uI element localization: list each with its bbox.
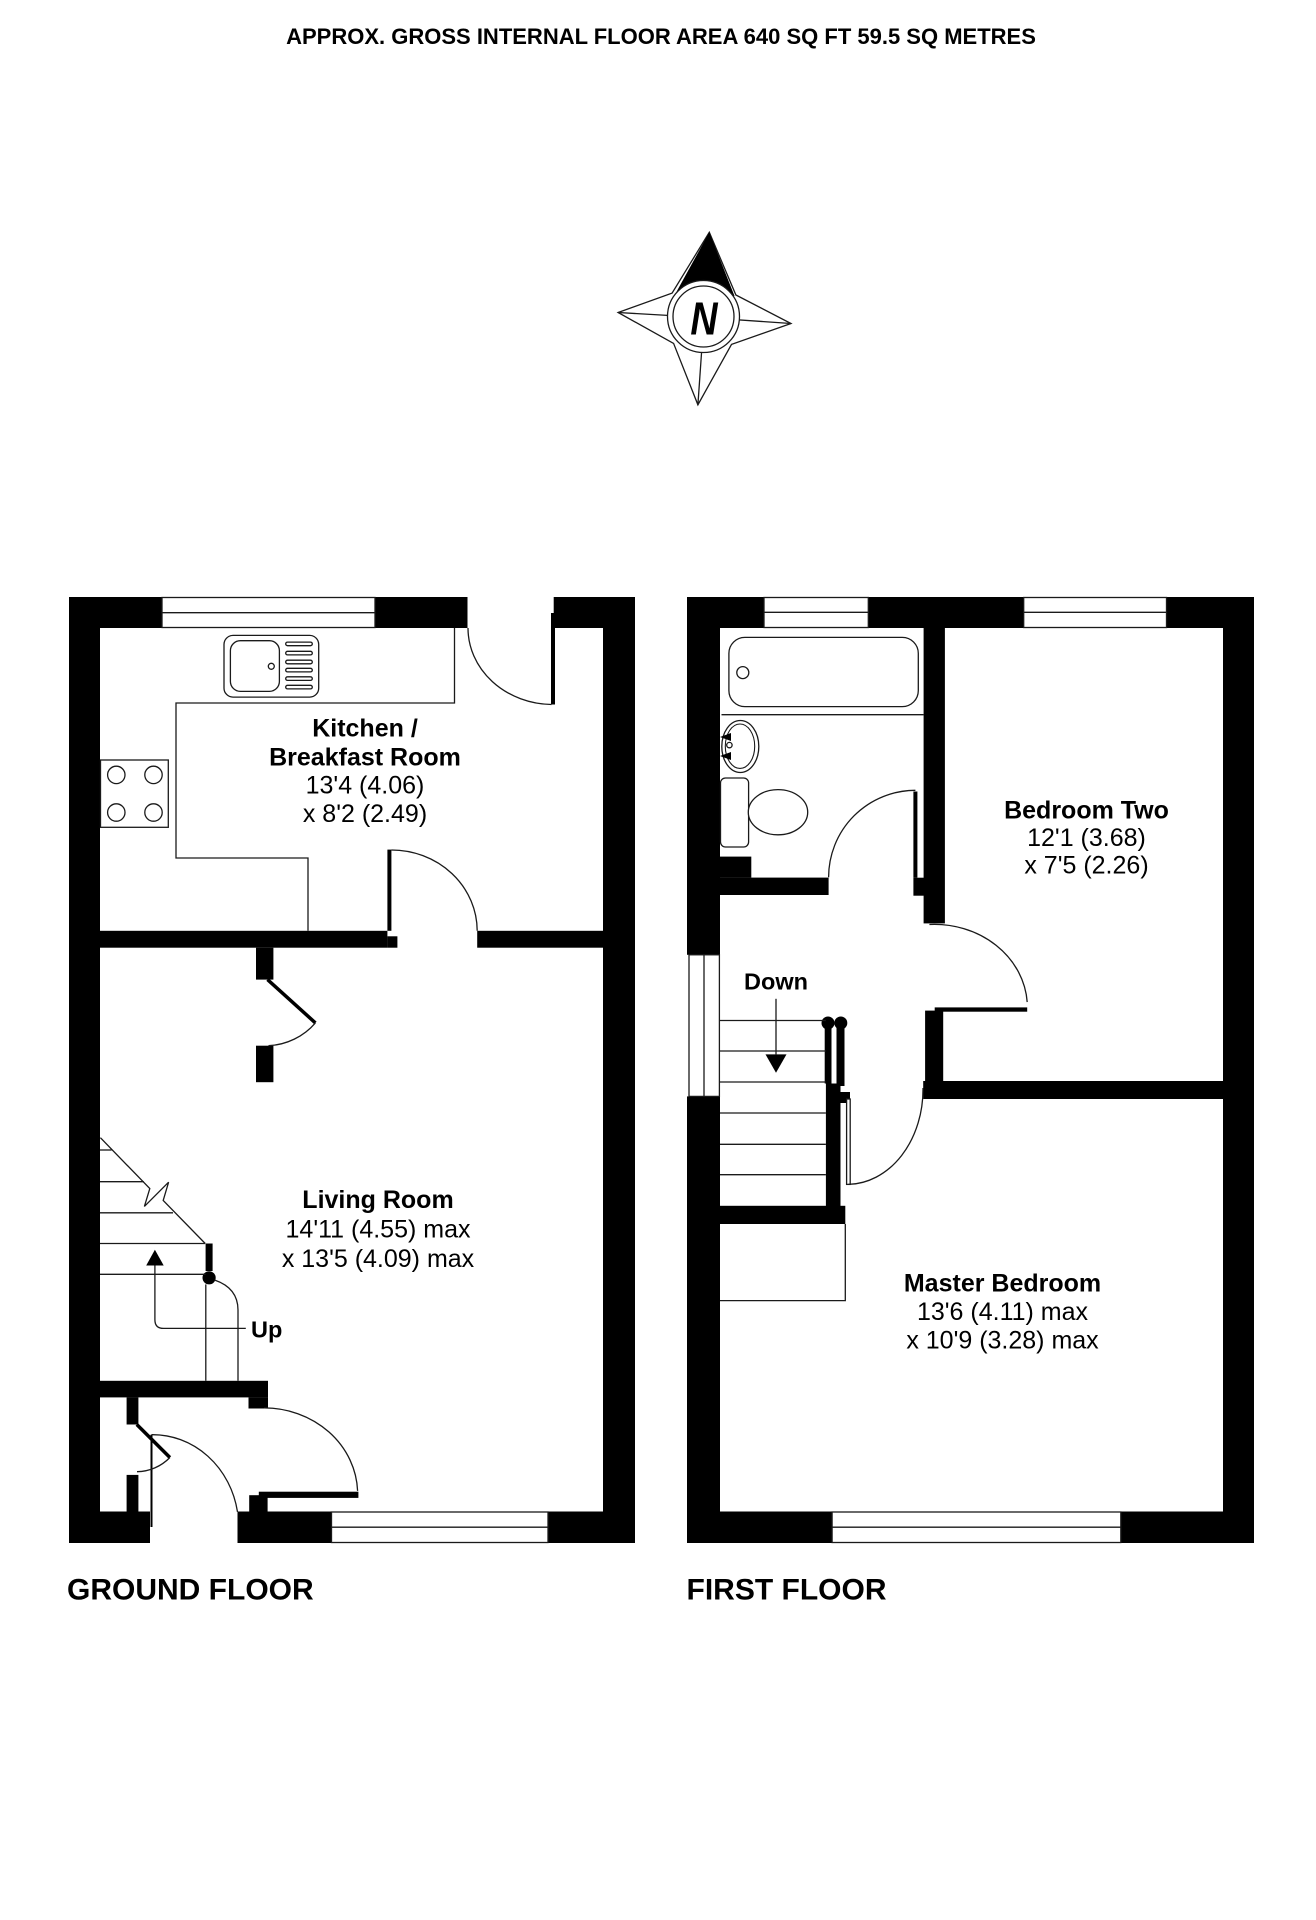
- svg-text:x 8'2 (2.49): x 8'2 (2.49): [303, 800, 427, 828]
- svg-text:Kitchen /: Kitchen /: [312, 715, 418, 743]
- svg-text:14'11 (4.55) max: 14'11 (4.55) max: [286, 1216, 471, 1244]
- svg-text:Master Bedroom: Master Bedroom: [904, 1270, 1101, 1298]
- svg-text:GROUND FLOOR: GROUND FLOOR: [67, 1574, 314, 1607]
- svg-text:12'1 (3.68): 12'1 (3.68): [1027, 824, 1146, 852]
- svg-text:x 7'5 (2.26): x 7'5 (2.26): [1024, 852, 1148, 880]
- svg-text:x 13'5 (4.09) max: x 13'5 (4.09) max: [282, 1245, 475, 1273]
- svg-text:13'6 (4.11) max: 13'6 (4.11) max: [917, 1298, 1089, 1326]
- svg-text:13'4 (4.06): 13'4 (4.06): [306, 772, 425, 800]
- svg-text:x 10'9 (3.28) max: x 10'9 (3.28) max: [906, 1327, 1099, 1355]
- svg-text:Breakfast Room: Breakfast Room: [269, 744, 461, 772]
- svg-text:Living Room: Living Room: [302, 1186, 453, 1214]
- svg-text:Bedroom Two: Bedroom Two: [1004, 797, 1169, 825]
- svg-text:FIRST FLOOR: FIRST FLOOR: [687, 1574, 887, 1607]
- svg-text:APPROX. GROSS INTERNAL FLOOR A: APPROX. GROSS INTERNAL FLOOR AREA 640 SQ…: [286, 24, 1036, 49]
- svg-text:Up: Up: [251, 1317, 282, 1343]
- svg-text:Down: Down: [744, 969, 808, 995]
- svg-text:N: N: [690, 293, 719, 344]
